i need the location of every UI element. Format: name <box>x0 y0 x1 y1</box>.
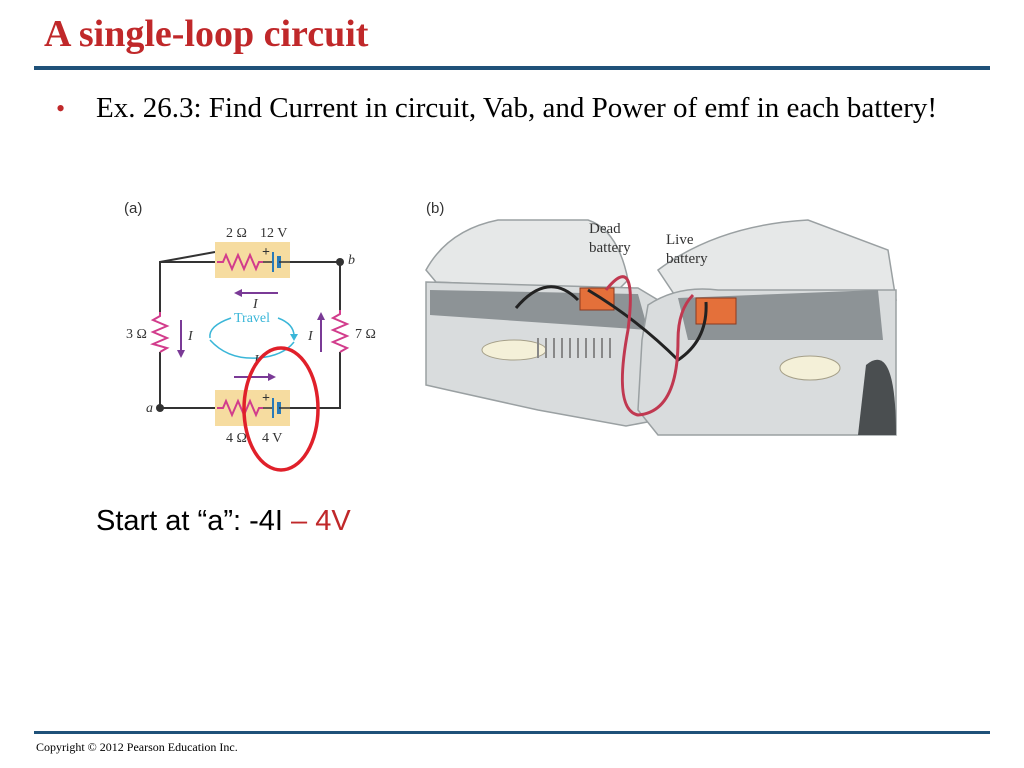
top-battery-plus: + <box>262 245 270 260</box>
bottom-resistor-label: 4 Ω <box>226 431 247 446</box>
annotation-circle <box>242 346 320 472</box>
start-equation-prefix: Start at “a”: -4I <box>96 505 283 537</box>
live-battery-label-line2: battery <box>666 251 708 267</box>
left-resistor-label: 3 Ω <box>126 327 147 342</box>
right-current-label: I <box>307 329 314 344</box>
title-divider <box>34 66 990 70</box>
travel-label: Travel <box>234 311 270 326</box>
live-battery-label-line1: Live <box>666 232 694 248</box>
node-a-label: a <box>146 401 153 416</box>
start-equation-highlight: – 4V <box>291 505 351 537</box>
left-resistor <box>150 312 170 353</box>
top-emf-label: 12 V <box>260 226 287 241</box>
panel-b-label: (b) <box>426 200 444 217</box>
jumper-cables <box>514 275 708 417</box>
travel-loop-top <box>209 317 232 339</box>
dead-battery-label-line1: Dead <box>589 221 621 237</box>
top-resistor-label: 2 Ω <box>226 226 247 241</box>
circuit-diagram: (a) + 2 Ω 12 V b 3 Ω I <box>124 200 376 472</box>
dead-car <box>425 219 667 427</box>
panel-a-label: (a) <box>124 200 142 217</box>
node-a <box>156 404 164 412</box>
figure: (a) + 2 Ω 12 V b 3 Ω I <box>124 200 897 472</box>
dead-battery <box>579 287 615 311</box>
jump-start-illustration: (b) <box>425 200 897 436</box>
right-resistor-label: 7 Ω <box>355 327 376 342</box>
bottom-resistor <box>217 398 263 418</box>
right-resistor <box>330 310 350 353</box>
dead-battery-label-line2: battery <box>589 240 631 256</box>
bullet-marker: • <box>56 94 66 123</box>
node-b <box>336 258 344 266</box>
slide-title: A single-loop circuit <box>44 13 369 55</box>
copyright-notice: Copyright © 2012 Pearson Education Inc. <box>36 740 238 754</box>
bottom-emf-label: 4 V <box>262 431 282 446</box>
bullet-text: Ex. 26.3: Find Current in circuit, Vab, … <box>96 92 938 124</box>
bottom-battery-plus: + <box>262 391 270 406</box>
footer-divider <box>34 731 990 734</box>
live-battery <box>695 297 737 325</box>
start-equation: Start at “a”: -4I – 4V <box>96 505 351 538</box>
left-current-label: I <box>187 329 194 344</box>
top-resistor <box>217 252 263 272</box>
node-b-label: b <box>348 253 355 268</box>
top-current-label: I <box>252 297 259 312</box>
